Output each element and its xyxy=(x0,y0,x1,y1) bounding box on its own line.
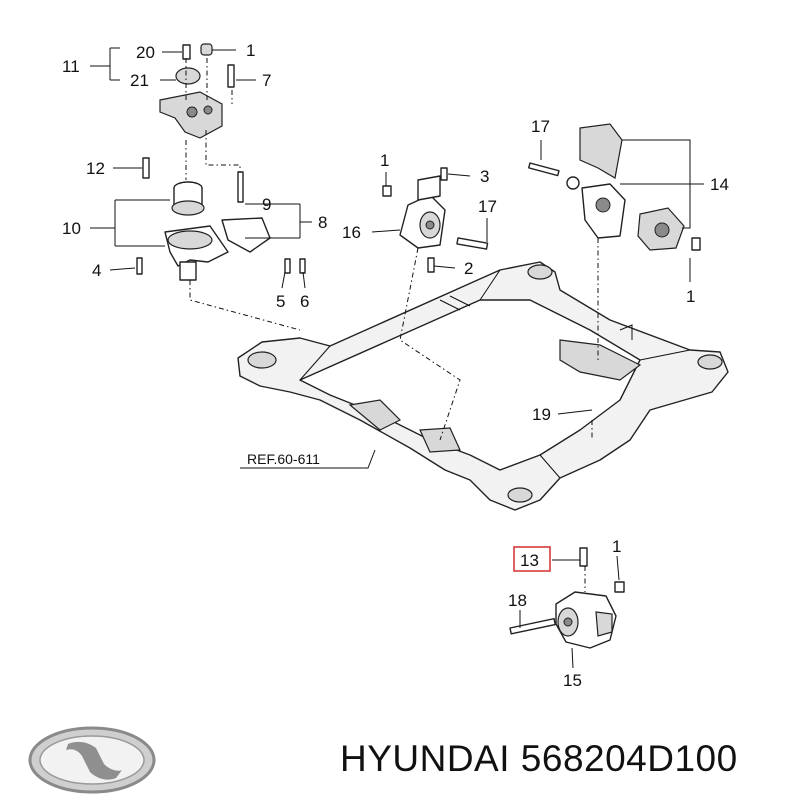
callout-3: 3 xyxy=(480,167,489,186)
transmission-mount-center xyxy=(382,167,489,273)
callout-6: 6 xyxy=(300,292,309,311)
callout-21: 21 xyxy=(130,71,149,90)
callout-8: 8 xyxy=(318,213,327,232)
callout-18: 18 xyxy=(508,591,527,610)
reference-label: REF.60-611 xyxy=(247,451,320,467)
callout-5: 5 xyxy=(276,292,285,311)
callout-9: 9 xyxy=(262,195,271,214)
hyundai-logo xyxy=(28,726,156,794)
assembly-dash-lines xyxy=(185,58,599,592)
callout-15: 15 xyxy=(563,671,582,690)
leader-lines xyxy=(90,47,704,669)
callout-2: 2 xyxy=(464,259,473,278)
callout-4: 4 xyxy=(92,261,101,280)
lower-mount-assembly xyxy=(509,547,625,649)
callout-1: 1 xyxy=(246,41,255,60)
highlighted-part-box xyxy=(513,546,551,572)
callout-16: 16 xyxy=(342,223,361,242)
callout-labels: 20 1 11 21 7 12 10 9 8 4 5 6 1 3 17 16 2… xyxy=(62,41,729,690)
engine-mount-bracket-assembly xyxy=(136,43,306,281)
callout-11: 11 xyxy=(62,57,80,76)
callout-17: 17 xyxy=(478,197,497,216)
callout-20: 20 xyxy=(136,43,155,62)
callout-1: 1 xyxy=(612,537,621,556)
callout-13: 13 xyxy=(520,551,539,570)
callout-1: 1 xyxy=(380,151,389,170)
front-subframe xyxy=(237,261,729,511)
brand-part-number: HYUNDAI 568204D100 xyxy=(340,738,738,779)
rear-roll-mount-assembly xyxy=(528,123,701,251)
callout-7: 7 xyxy=(262,71,271,90)
callout-17: 17 xyxy=(531,117,550,136)
callout-19: 19 xyxy=(532,405,551,424)
callout-10: 10 xyxy=(62,219,81,238)
callout-1: 1 xyxy=(686,287,695,306)
callout-14: 14 xyxy=(710,175,729,194)
callout-12: 12 xyxy=(86,159,105,178)
